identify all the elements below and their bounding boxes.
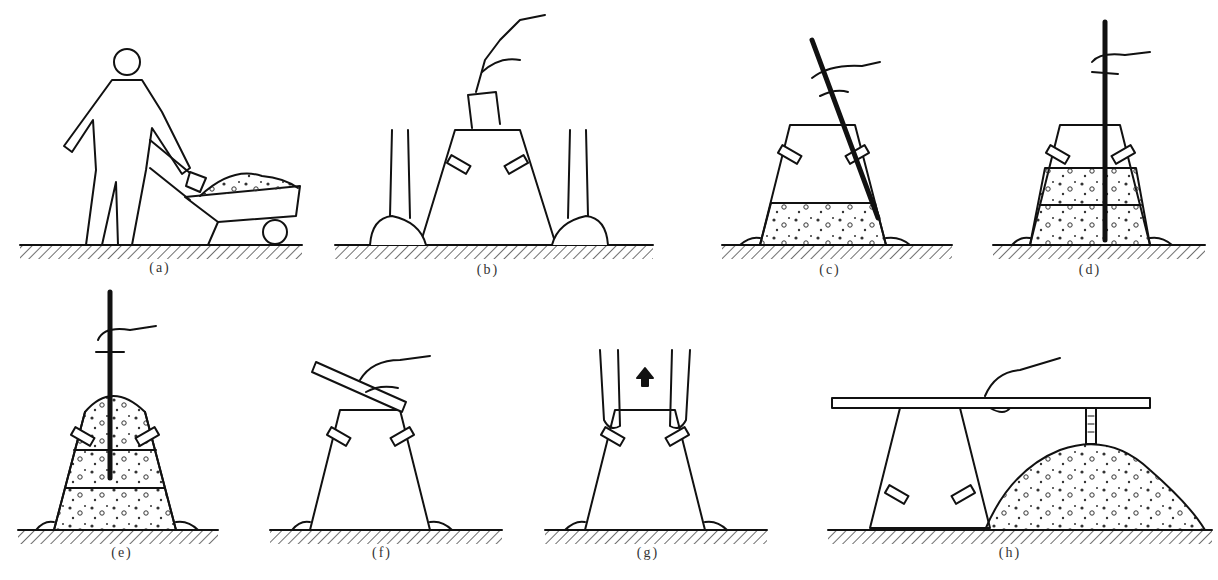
slump-measurement <box>1088 416 1094 432</box>
cone-first-layer <box>812 62 880 96</box>
cone-filling <box>504 155 528 174</box>
cone-top-layer <box>74 449 156 451</box>
worker-wheelbarrow <box>64 80 190 245</box>
panel-label: (b) <box>477 262 499 278</box>
panel-label: (f) <box>372 545 392 561</box>
cone-strike-off <box>327 427 351 446</box>
cone-filling <box>447 155 471 174</box>
cone-first-layer <box>760 203 886 245</box>
cone-top-layer <box>36 522 198 530</box>
cone-lifting <box>665 427 689 446</box>
cone-filling <box>420 130 556 245</box>
worker-wheelbarrow <box>200 174 298 197</box>
slump-measurement <box>1086 408 1096 444</box>
cone-strike-off <box>292 356 452 530</box>
cone-top-layer <box>54 396 176 530</box>
cone-lifting <box>565 522 727 530</box>
cone-first-layer <box>740 238 910 245</box>
cone-second-layer <box>1012 238 1172 245</box>
cone-top-layer <box>66 487 164 489</box>
cone-filling <box>476 15 545 92</box>
panel-label: (a) <box>149 260 171 276</box>
cone-strike-off <box>360 356 430 392</box>
ground <box>270 530 502 544</box>
cone-top-layer <box>135 427 159 446</box>
worker-wheelbarrow <box>64 49 300 245</box>
cone-strike-off <box>310 410 430 530</box>
ground <box>20 244 302 246</box>
cone-second-layer <box>1012 22 1172 245</box>
panel-label: (e) <box>111 545 133 561</box>
worker-wheelbarrow <box>208 222 218 245</box>
cone-strike-off <box>390 427 414 446</box>
cone-filling <box>370 15 608 245</box>
ground <box>993 245 1205 259</box>
line-art <box>18 15 1212 544</box>
cone-filling <box>568 130 588 218</box>
cone-lifting <box>600 350 620 428</box>
ground <box>18 530 218 544</box>
cone-second-layer <box>1040 204 1141 206</box>
cone-top-layer <box>36 292 198 530</box>
panel-label: (d) <box>1079 262 1101 278</box>
ground <box>722 245 952 259</box>
cone-strike-off <box>292 522 452 530</box>
worker-wheelbarrow <box>150 168 190 200</box>
worker-wheelbarrow <box>114 49 140 75</box>
slump-measurement <box>985 358 1060 412</box>
cone-second-layer <box>1046 145 1070 164</box>
slump-measurement <box>951 485 975 504</box>
cone-lifting <box>601 427 625 446</box>
worker-wheelbarrow <box>263 220 287 244</box>
panel-label: (h) <box>999 545 1021 561</box>
ground <box>20 245 302 259</box>
panel-label: (c) <box>819 262 841 278</box>
panel-label: (g) <box>637 545 659 561</box>
ground <box>335 245 653 259</box>
cone-first-layer <box>740 40 910 245</box>
cone-first-layer <box>778 145 802 164</box>
cone-second-layer <box>1092 52 1150 74</box>
cone-filling <box>390 130 410 218</box>
cone-second-layer <box>1030 125 1150 245</box>
cone-lifting <box>637 368 653 386</box>
cone-filling <box>468 92 500 128</box>
cone-lifting <box>565 350 727 530</box>
cone-top-layer <box>54 412 176 530</box>
cone-top-layer <box>71 427 95 446</box>
ground <box>828 530 1212 544</box>
ground <box>18 245 1212 544</box>
slump-measurement <box>885 485 909 504</box>
cone-top-layer <box>108 292 113 478</box>
cone-lifting <box>585 410 705 530</box>
cone-top-layer <box>96 326 156 352</box>
cone-filling <box>482 59 520 72</box>
slump-measurement <box>832 398 1150 408</box>
cone-filling <box>370 216 426 245</box>
cone-lifting <box>670 350 690 428</box>
cone-second-layer <box>1111 145 1135 164</box>
slump-measurement <box>985 444 1205 530</box>
slump-measurement <box>870 408 990 528</box>
cone-second-layer <box>1030 168 1150 245</box>
ground <box>545 530 767 544</box>
slump-measurement <box>832 358 1205 530</box>
cone-filling <box>552 216 608 245</box>
worker-wheelbarrow <box>186 172 206 192</box>
